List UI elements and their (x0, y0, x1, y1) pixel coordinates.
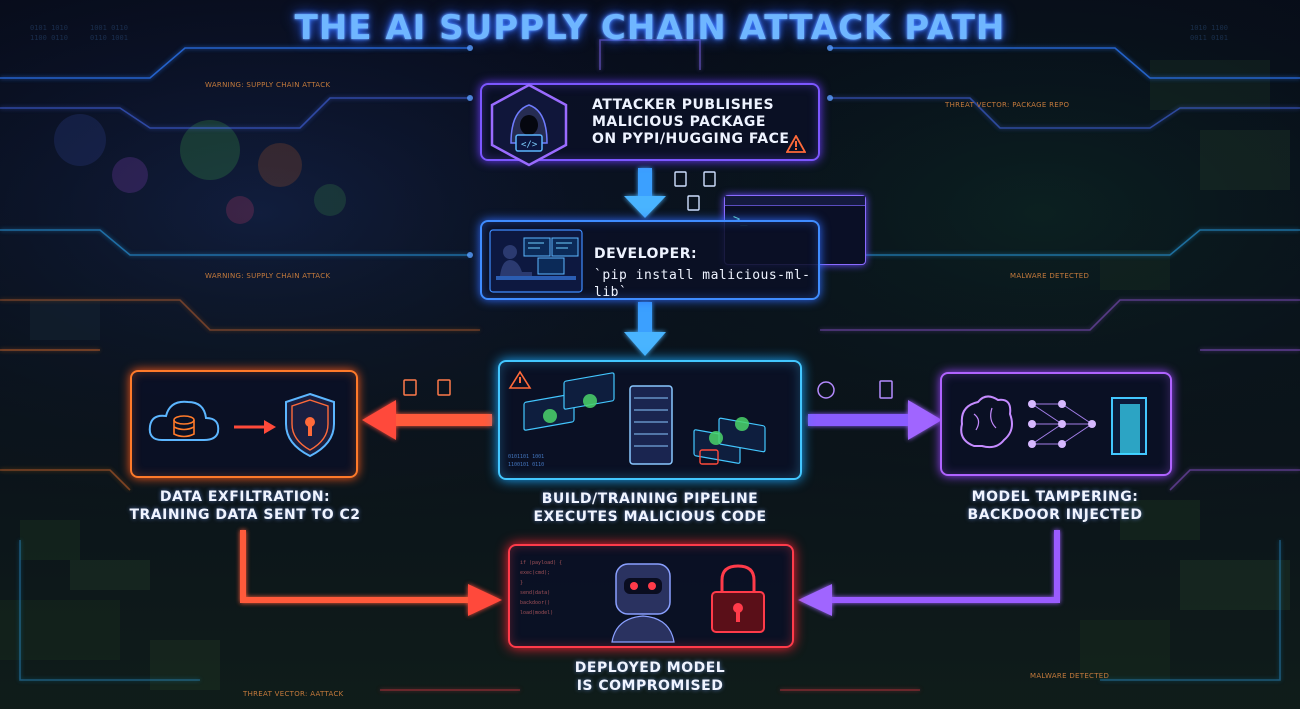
svg-text:</>: </> (521, 140, 538, 150)
warning-label-mid-left: WARNING: SUPPLY CHAIN ATTACK (205, 272, 331, 280)
svg-text:backdoor(): backdoor() (520, 600, 550, 606)
arrow-developer-to-pipeline (624, 302, 666, 356)
attacker-step-panel: </> ATTACKER PUBLISHES MALICIOUS PACKAGE… (480, 83, 820, 167)
attacker-line-1: ATTACKER PUBLISHES (592, 97, 775, 113)
threat-label-bottom-left: THREAT VECTOR: AATTACK (243, 690, 344, 698)
hooded-hacker-icon: </> (490, 83, 568, 167)
attacker-line-2: MALICIOUS PACKAGE (592, 114, 766, 130)
tampering-step-panel (940, 372, 1172, 476)
svg-text:1100101 0110: 1100101 0110 (508, 462, 544, 468)
warning-label-top-left: WARNING: SUPPLY CHAIN ATTACK (205, 81, 331, 89)
svg-text:1100 0110: 1100 0110 (30, 34, 68, 42)
svg-text:0011 0101: 0011 0101 (1190, 34, 1228, 42)
deployed-line-2: IS COMPROMISED (576, 678, 724, 694)
malware-label-mid-right: MALWARE DETECTED (1010, 272, 1090, 280)
page-title: THE AI SUPPLY CHAIN ATTACK PATH (294, 8, 1006, 48)
developer-heading: DEVELOPER: (594, 246, 698, 262)
pipeline-line-2: EXECUTES MALICIOUS CODE (533, 509, 767, 525)
cloud-database-to-shield-icon (148, 392, 335, 458)
svg-text:1010 1100: 1010 1100 (1190, 24, 1228, 32)
arrow-pipeline-to-tampering (808, 400, 942, 440)
arrow-attacker-to-developer (624, 168, 666, 218)
deployed-caption: DEPLOYED MODEL IS COMPROMISED (550, 659, 750, 695)
arrow-exfiltration-to-deployed (240, 530, 502, 616)
warning-triangle-icon (786, 135, 806, 153)
deployed-step-panel: if (payload) { exec(cmd);} send(data) back… (508, 544, 794, 648)
svg-text:}: } (520, 580, 523, 586)
compromised-robot-lock-icon: if (payload) { exec(cmd);} send(data) back… (520, 560, 765, 643)
tampering-line-2: BACKDOOR INJECTED (967, 507, 1143, 523)
arrow-tampering-to-deployed (798, 530, 1060, 616)
svg-text:exec(cmd);: exec(cmd); (520, 570, 550, 576)
exfiltration-step-panel (130, 370, 358, 478)
tampering-caption: MODEL TAMPERING: BACKDOOR INJECTED (935, 488, 1175, 524)
svg-text:0101 1010: 0101 1010 (30, 24, 68, 32)
svg-text:send(data): send(data) (520, 590, 550, 596)
svg-text:if (payload) {: if (payload) { (520, 560, 562, 566)
exfiltration-caption: DATA EXFILTRATION: TRAINING DATA SENT TO… (115, 488, 375, 524)
brain-network-door-icon (960, 395, 1147, 455)
deployed-line-1: DEPLOYED MODEL (574, 660, 726, 676)
pipeline-caption: BUILD/TRAINING PIPELINE EXECUTES MALICIO… (510, 490, 790, 526)
exfiltration-line-2: TRAINING DATA SENT TO C2 (129, 507, 361, 523)
pipeline-line-1: BUILD/TRAINING PIPELINE (541, 491, 759, 507)
developer-workstation-icon (489, 229, 583, 293)
svg-text:load(model): load(model) (520, 610, 553, 616)
terminal-titlebar (725, 196, 865, 206)
threat-label-top-right: THREAT VECTOR: PACKAGE REPO (945, 101, 1070, 109)
attacker-line-3: ON PYPI/HUGGING FACE (592, 131, 790, 147)
install-command: `pip install malicious-ml-lib` (594, 268, 811, 300)
svg-text:1001 0110: 1001 0110 (90, 24, 128, 32)
pipeline-step-panel: 0101101 1001 1100101 0110 (498, 360, 802, 480)
svg-text:0101101 1001: 0101101 1001 (508, 454, 544, 460)
malware-label-bottom-right: MALWARE DETECTED (1030, 672, 1110, 680)
exfiltration-line-1: DATA EXFILTRATION: (159, 489, 331, 505)
arrow-pipeline-to-exfiltration (362, 400, 492, 440)
svg-text:0110 1001: 0110 1001 (90, 34, 128, 42)
developer-step-panel: DEVELOPER: `pip install malicious-ml-lib… (480, 220, 820, 300)
server-gpu-icon: 0101101 1001 1100101 0110 (508, 370, 766, 468)
tampering-line-1: MODEL TAMPERING: (971, 489, 1139, 505)
